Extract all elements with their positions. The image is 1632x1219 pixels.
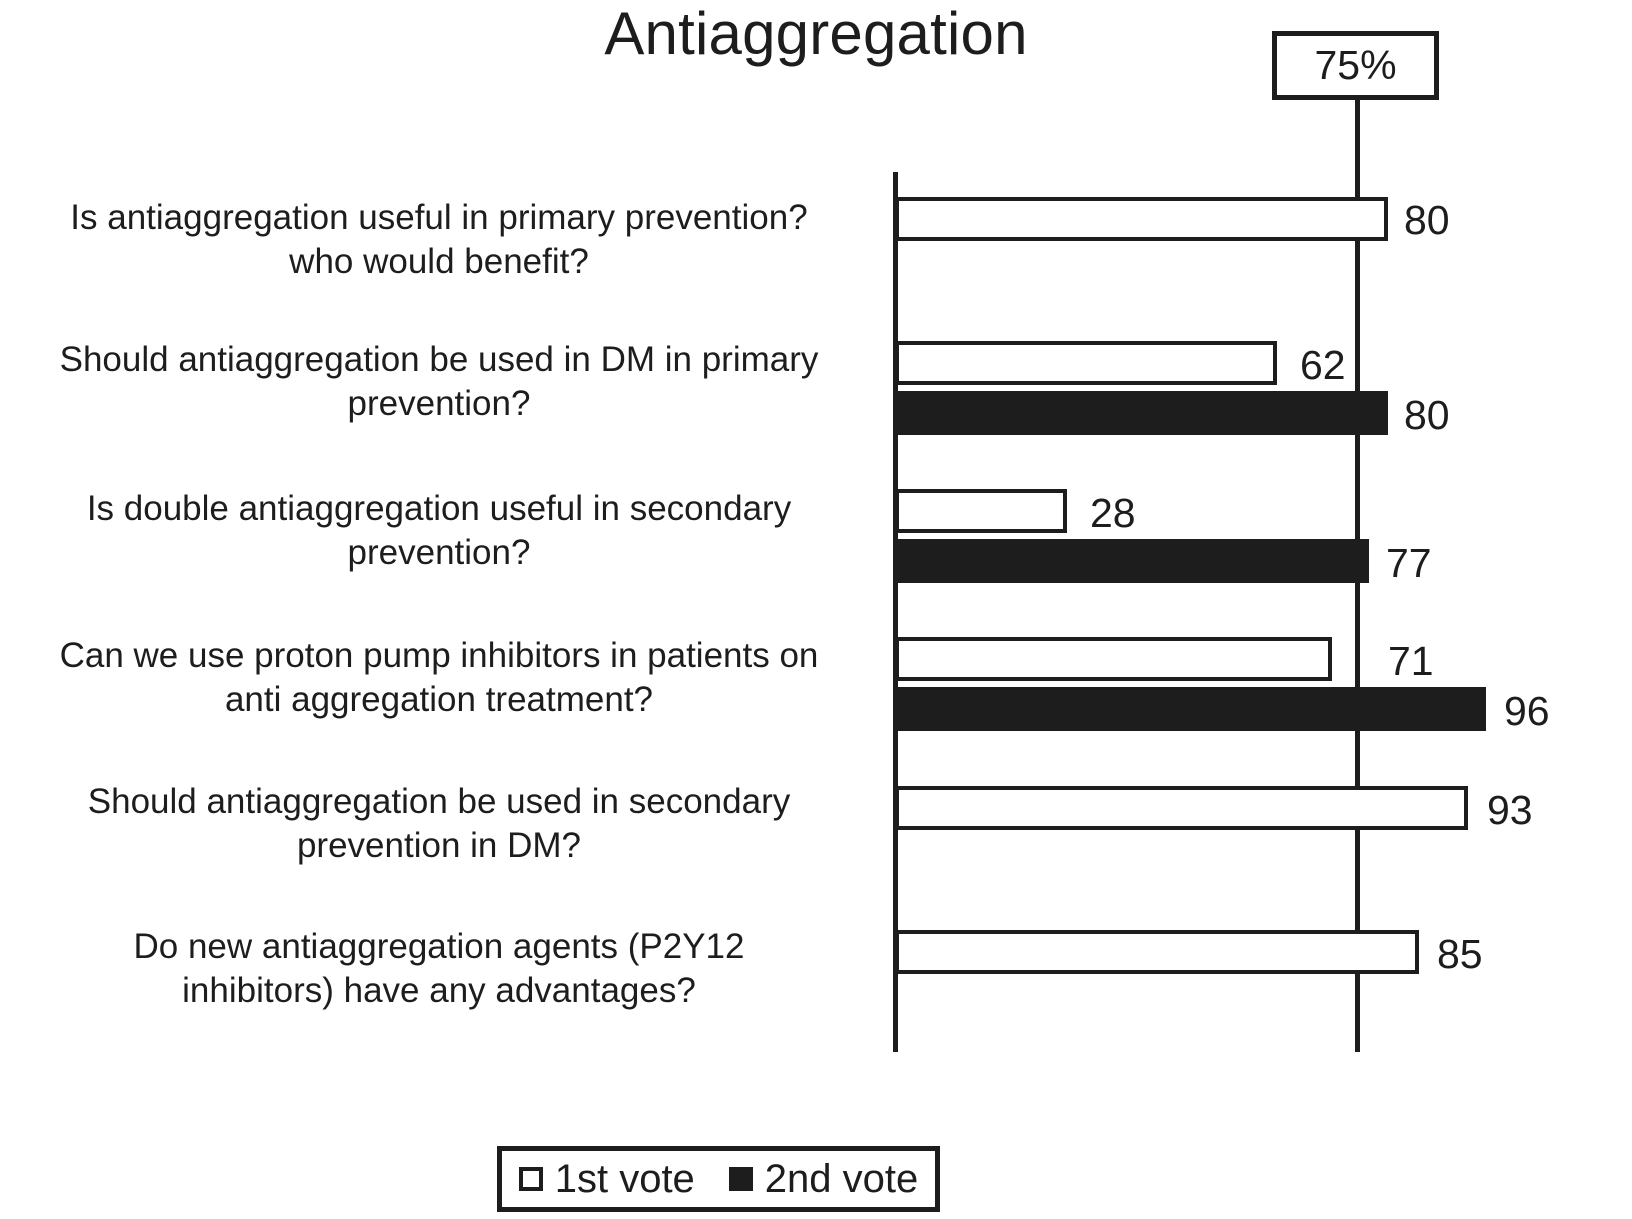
threshold-badge-label: 75% — [1314, 42, 1397, 88]
bar-group6-first-vote — [895, 930, 1419, 974]
category-label-3: Is double antiaggregation useful in seco… — [0, 487, 878, 575]
bar-value-group2-second: 80 — [1404, 392, 1450, 438]
legend-swatch-open-icon — [518, 1167, 543, 1191]
category-label-5: Should antiaggregation be used in second… — [0, 780, 878, 868]
legend-label-first-vote: 1st vote — [554, 1157, 695, 1201]
bar-value-group1-first: 80 — [1404, 197, 1450, 243]
legend-item-second-vote: 2nd vote — [728, 1157, 919, 1201]
bar-value-group5-first: 93 — [1487, 787, 1533, 833]
bar-value-group3-first: 28 — [1090, 490, 1136, 536]
category-label-2-line2: prevention? — [347, 384, 531, 423]
category-label-5-line2: prevention in DM? — [296, 826, 582, 865]
bar-group2-first-vote — [895, 341, 1277, 385]
legend-swatch-filled-icon — [728, 1167, 753, 1191]
category-label-1: Is antiaggregation useful in primary pre… — [0, 196, 878, 284]
bar-group4-first-vote — [895, 637, 1332, 681]
category-label-1-line1: Is antiaggregation useful in primary pre… — [70, 198, 808, 237]
chart-legend: 1st vote 2nd vote — [497, 1146, 940, 1212]
threshold-badge: 75% — [1272, 31, 1439, 100]
bar-group1-first-vote — [895, 197, 1388, 241]
bar-value-group2-first: 62 — [1300, 342, 1346, 388]
page-title: Antiaggregation — [604, 0, 1028, 67]
category-label-1-line2: who would benefit? — [289, 242, 589, 281]
bar-group5-first-vote — [895, 786, 1468, 830]
category-label-2: Should antiaggregation be used in DM in … — [0, 338, 878, 426]
bar-group3-first-vote — [895, 489, 1067, 533]
bar-value-group3-second: 77 — [1386, 540, 1432, 586]
bar-group3-second-vote — [895, 539, 1369, 583]
bar-group4-second-vote — [895, 687, 1486, 731]
category-label-2-line1: Should antiaggregation be used in DM in … — [59, 340, 819, 379]
legend-label-second-vote: 2nd vote — [764, 1157, 919, 1201]
bar-value-group4-second: 96 — [1504, 688, 1550, 734]
category-label-6: Do new antiaggregation agents (P2Y12 inh… — [0, 925, 878, 1013]
category-label-3-line2: prevention? — [347, 533, 531, 572]
bar-group2-second-vote — [895, 391, 1388, 435]
category-axis-line — [893, 172, 898, 1052]
category-label-5-line1: Should antiaggregation be used in second… — [87, 782, 791, 821]
category-label-4-line1: Can we use proton pump inhibitors in pat… — [59, 636, 819, 675]
bar-value-group4-first: 71 — [1388, 638, 1434, 684]
bar-value-group6-first: 85 — [1437, 931, 1483, 977]
category-label-4-line2: anti aggregation treatment? — [224, 680, 654, 719]
category-label-4: Can we use proton pump inhibitors in pat… — [0, 634, 878, 722]
category-label-3-line1: Is double antiaggregation useful in seco… — [86, 489, 792, 528]
category-label-6-line1: Do new antiaggregation agents (P2Y12 — [133, 927, 745, 966]
legend-item-first-vote: 1st vote — [518, 1157, 695, 1201]
category-label-6-line2: inhibitors) have any advantages? — [182, 971, 696, 1010]
